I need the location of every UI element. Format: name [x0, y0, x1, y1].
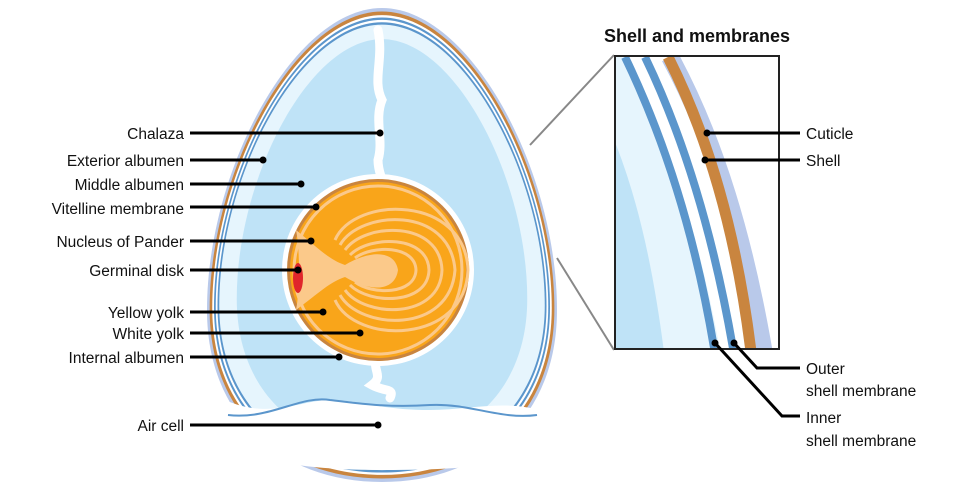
label-inner-shell-membrane: Inner shell membrane [711, 339, 916, 450]
label-germinal-disk: Germinal disk [89, 263, 302, 280]
svg-text:Vitelline membrane: Vitelline membrane [52, 201, 184, 218]
label-air-cell: Air cell [137, 418, 382, 435]
inset-frame [614, 55, 780, 350]
label-nucleus-of-pander: Nucleus of Pander [56, 234, 315, 251]
white-yolk [333, 207, 470, 333]
svg-text:Germinal disk: Germinal disk [89, 263, 184, 280]
label-outer-shell-membrane: Outer shell membrane [730, 339, 916, 400]
air-cell [225, 400, 540, 470]
right-labels: Cuticle Shell Outer shell membrane Inner s… [701, 126, 916, 450]
svg-text:Internal albumen: Internal albumen [69, 350, 184, 367]
svg-text:Inner: Inner [806, 410, 841, 427]
label-exterior-albumen: Exterior albumen [67, 153, 267, 170]
zoom-connector-bottom [556, 257, 615, 351]
svg-text:Exterior albumen: Exterior albumen [67, 153, 184, 170]
svg-text:White yolk: White yolk [113, 326, 185, 343]
svg-text:Air cell: Air cell [137, 418, 184, 435]
label-cuticle: Cuticle [703, 126, 853, 143]
label-internal-albumen: Internal albumen [69, 350, 343, 367]
zoom-connector-top [529, 54, 615, 146]
egg [207, 8, 557, 482]
svg-text:shell membrane: shell membrane [806, 383, 916, 400]
nucleus-of-pander [296, 230, 398, 310]
chalaza-top [373, 25, 388, 195]
svg-text:Outer: Outer [806, 361, 845, 378]
label-vitelline-membrane: Vitelline membrane [52, 201, 320, 218]
svg-text:Middle albumen: Middle albumen [75, 177, 184, 194]
left-labels: Chalaza Exterior albumen Middle albumen … [52, 126, 384, 435]
svg-text:Cuticle: Cuticle [806, 126, 853, 143]
svg-text:Chalaza: Chalaza [127, 126, 184, 143]
label-yellow-yolk: Yellow yolk [108, 305, 327, 322]
shell-inset [614, 55, 780, 350]
svg-text:Nucleus of Pander: Nucleus of Pander [56, 234, 184, 251]
label-shell: Shell [701, 153, 840, 170]
label-white-yolk: White yolk [113, 326, 364, 343]
svg-text:shell membrane: shell membrane [806, 433, 916, 450]
svg-text:Yellow yolk: Yellow yolk [108, 305, 184, 322]
label-chalaza: Chalaza [127, 126, 384, 143]
inset-title: Shell and membranes [604, 26, 790, 46]
label-middle-albumen: Middle albumen [75, 177, 305, 194]
svg-text:Shell: Shell [806, 153, 840, 170]
